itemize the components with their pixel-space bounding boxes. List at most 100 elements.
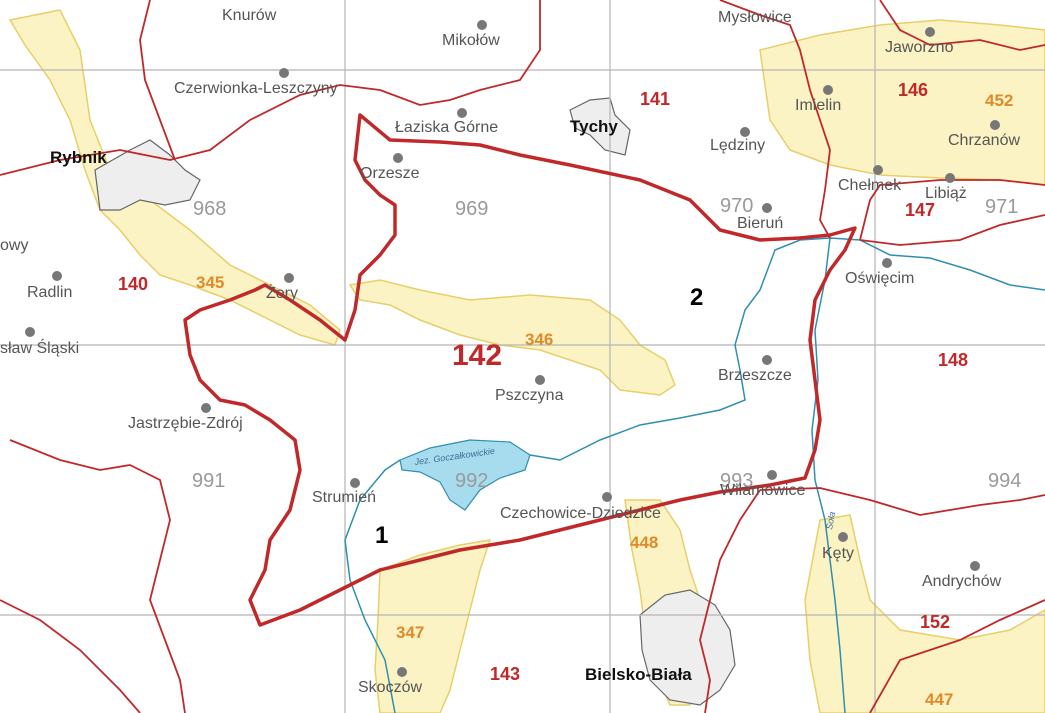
town-label: Mysłowice [718, 9, 792, 26]
town-label: owy [0, 237, 28, 254]
river-label-sola: Soła [824, 511, 837, 530]
town-dot [457, 108, 467, 118]
area-marker-1: 1 [375, 522, 388, 549]
town-label: Skoczów [358, 679, 422, 696]
zone-number: 448 [630, 533, 658, 552]
sheet-numbers: 968 969 970 971 991 992 993 994 [192, 195, 1021, 492]
town-dot [767, 470, 777, 480]
town-dot [873, 165, 883, 175]
region-number: 148 [938, 350, 968, 370]
town-label: Oświęcim [845, 270, 914, 287]
town-label: Jaworzno [885, 39, 954, 56]
town-label: Czechowice-Dziedzice [500, 505, 661, 522]
sheet-number: 968 [193, 198, 226, 220]
region-number-main: 142 [452, 339, 502, 372]
town-label: Mikołów [442, 32, 500, 49]
rybnik-area [94, 139, 201, 211]
zone-number: 447 [925, 690, 953, 709]
town-label: Łaziska Górne [395, 119, 498, 136]
town-dot [279, 68, 289, 78]
town-dot [350, 478, 360, 488]
town-dot [882, 258, 892, 268]
study-area-outline [183, 113, 857, 627]
town-dot [990, 120, 1000, 130]
region-number: 143 [490, 664, 520, 684]
boundary-141-north [139, 0, 176, 161]
tychy-area [569, 97, 631, 156]
boundary-146-north [879, 0, 1045, 51]
town-label: Chełmek [838, 177, 902, 194]
town-dot [393, 153, 403, 163]
town-dot [602, 492, 612, 502]
town-dot [740, 127, 750, 137]
city-labels: Rybnik Tychy Bielsko-Biała [50, 117, 692, 684]
town-label: Orzesze [360, 165, 420, 182]
city-label-rybnik: Rybnik [50, 148, 107, 167]
town-dot [762, 355, 772, 365]
sheet-number: 970 [720, 195, 753, 217]
rivers [344, 237, 1045, 713]
zone-numbers: 345 346 452 448 347 447 [196, 91, 1013, 709]
town-label: Strumień [312, 489, 376, 506]
sheet-number: 994 [988, 470, 1021, 492]
town-dot [945, 173, 955, 183]
city-label-tychy: Tychy [570, 117, 618, 136]
town-dot [284, 273, 294, 283]
town-label: Lędziny [710, 137, 765, 154]
bielsko-biala-area [639, 589, 736, 706]
region-number: 147 [905, 200, 935, 220]
boundary-147-east [859, 214, 1045, 246]
town-labels: Knurów Mikołów Mysłowice Jaworzno Czerwi… [0, 7, 1020, 696]
boundary-141-146 [719, 0, 831, 239]
town-label: Libiąż [925, 185, 967, 202]
town-dot [970, 561, 980, 571]
reservoir [399, 439, 531, 511]
town-dot [535, 375, 545, 385]
town-label: Imielin [795, 97, 841, 114]
sheet-number: 969 [455, 198, 488, 220]
zone-number: 347 [396, 623, 424, 642]
river-small [344, 539, 396, 713]
area-markers: 1 2 [375, 284, 703, 549]
region-number: 146 [898, 80, 928, 100]
town-dot [762, 203, 772, 213]
zone-number: 346 [525, 330, 553, 349]
region-number: 152 [920, 612, 950, 632]
zone-447 [804, 514, 1045, 713]
town-dot [838, 532, 848, 542]
boundary-148-152 [759, 487, 1045, 516]
town-label: Żory [266, 283, 298, 302]
sheet-number: 971 [985, 196, 1018, 218]
town-dot [201, 403, 211, 413]
area-marker-2: 2 [690, 284, 703, 311]
town-label: Bieruń [737, 215, 783, 232]
city-label-bielsko-biala: Bielsko-Biała [585, 665, 692, 684]
region-number: 140 [118, 274, 148, 294]
town-dots [25, 20, 1000, 677]
city-areas [94, 97, 736, 706]
zone-346 [348, 279, 676, 396]
town-dot [823, 85, 833, 95]
sheet-number: 993 [720, 470, 753, 492]
town-dot [25, 327, 35, 337]
groundwater-zones [8, 9, 1045, 713]
town-dot [477, 20, 487, 30]
town-label: Jastrzębie-Zdrój [128, 415, 243, 432]
boundary-152-south [869, 599, 1045, 713]
region-numbers: 140 141 146 147 148 152 143 142 [118, 80, 968, 684]
town-label: sław Śląski [0, 338, 79, 357]
river-sola [811, 237, 846, 713]
boundary-143-southwest [0, 599, 141, 713]
town-label: Pszczyna [495, 387, 564, 404]
town-label: Knurów [222, 7, 277, 24]
sheet-number: 991 [192, 470, 225, 492]
town-dot [925, 27, 935, 37]
town-label: Radlin [27, 284, 72, 301]
river-vistula [344, 237, 1045, 541]
town-label: Andrychów [922, 573, 1002, 590]
boundary-147 [859, 179, 1045, 241]
town-label: Czerwionka-Leszczyny [174, 80, 338, 97]
zone-number: 345 [196, 273, 224, 292]
